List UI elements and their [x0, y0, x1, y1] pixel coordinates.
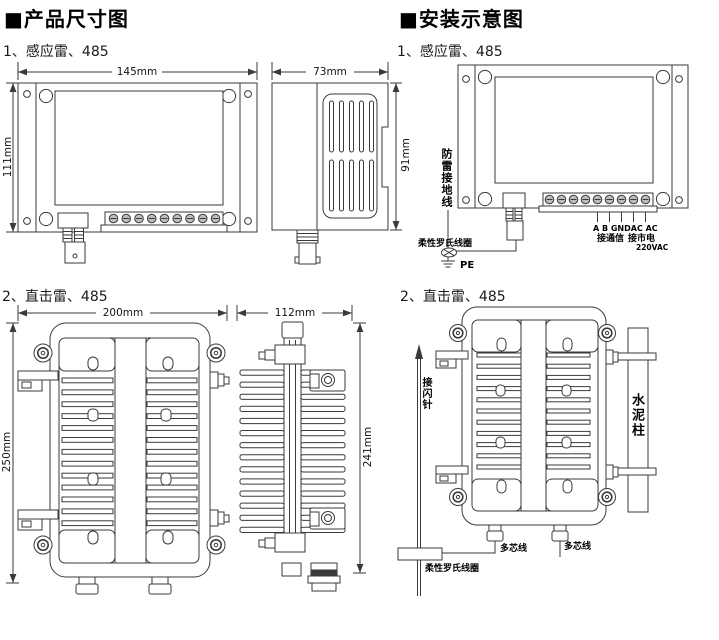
mount-bracket	[17, 370, 59, 381]
install-item-1-label: 1、感应雷、485	[397, 44, 503, 60]
coil-label: 柔性罗氏线圈	[417, 237, 472, 249]
cement-pole	[627, 327, 649, 513]
pole-bolt	[617, 352, 657, 361]
dim-direct-side-height: 241mm	[362, 427, 374, 468]
cable-gland	[78, 576, 96, 585]
comm-label: 接通信	[597, 232, 624, 244]
dim-direct-front-width: 200mm	[103, 307, 144, 319]
terminal-strip	[108, 213, 221, 224]
cement-pole-label: 水泥柱	[629, 393, 644, 438]
rogowski-coil-bar	[397, 547, 443, 561]
product-item-2-label: 2、直击雷、485	[2, 289, 108, 305]
pe-label: PE	[460, 260, 474, 271]
bnc-connector	[502, 192, 526, 209]
corner-bosses	[449, 324, 616, 506]
heatsink-slats-right	[146, 377, 198, 527]
direct-side-view: 112mm 241mm	[236, 305, 374, 592]
dim-direct-side-width: 112mm	[275, 307, 316, 319]
product-section-title: ■产品尺寸图	[4, 7, 129, 31]
sensor-front-view: 145mm 111mm	[2, 62, 258, 264]
coil-wire	[442, 541, 496, 554]
install-direct-view: 多芯线 多芯线 柔性罗氏线圈	[397, 306, 657, 596]
coil-label: 柔性罗氏线圈	[424, 562, 479, 574]
ground-wire-label: 防雷接地线	[440, 148, 453, 208]
corner-bosses	[33, 343, 226, 555]
cable-gland	[488, 524, 502, 532]
bnc-connector	[57, 212, 89, 229]
sensor-side-view: 73mm 91mm	[271, 62, 412, 265]
mains-label: 接市电	[628, 232, 655, 244]
lightning-rod-tip	[415, 344, 423, 359]
wire-label-2: 多芯线	[564, 540, 591, 552]
product-item-1-label: 1、感应雷、485	[3, 44, 109, 60]
dim-sensor-front-width: 145mm	[117, 66, 158, 78]
terminal-leads	[597, 212, 646, 222]
install-section-title: ■安装示意图	[399, 7, 524, 31]
front-cover-panel	[54, 90, 224, 206]
heatsink-slats-left	[61, 377, 114, 527]
coil-wire	[456, 240, 517, 252]
terminal-names-label: A B GNDAC AC	[593, 224, 658, 233]
dim-direct-front-height: 250mm	[1, 432, 13, 473]
corner-screw-hole	[38, 88, 54, 104]
install-item-2-label: 2、直击雷、485	[400, 289, 506, 305]
install-sensor-view: 柔性罗氏线圈 PE A B GNDAC AC 接通信 接市电 220VAC	[417, 64, 689, 271]
dim-sensor-side-width: 73mm	[313, 66, 347, 78]
heatsink-fins-left	[239, 369, 285, 533]
terminal-strip	[544, 194, 651, 205]
direct-front-view: 200mm 250mm	[1, 305, 230, 595]
voltage-label: 220VAC	[636, 243, 669, 252]
wire-label-1: 多芯线	[500, 542, 527, 554]
dim-sensor-side-height: 91mm	[400, 138, 412, 172]
dim-sensor-front-height: 111mm	[2, 137, 14, 178]
mount-bracket	[435, 350, 469, 360]
bottom-gland	[310, 562, 338, 571]
lightning-rod-label: 接闪针	[420, 377, 431, 410]
